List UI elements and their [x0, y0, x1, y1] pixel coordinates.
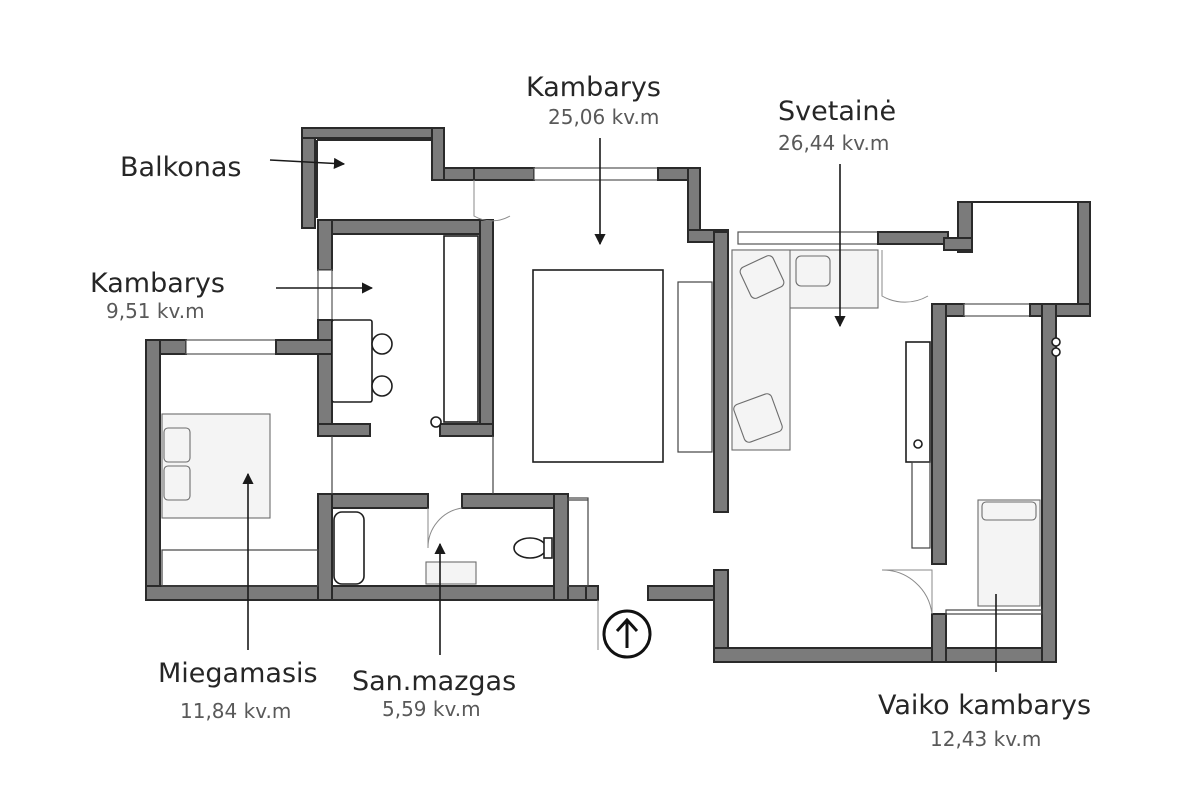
chair — [371, 375, 393, 397]
cushion — [733, 393, 783, 443]
main-wall-top-a — [473, 167, 535, 181]
kids-pillow — [981, 501, 1037, 521]
rug — [532, 269, 664, 463]
balcony-wall-right — [431, 127, 445, 181]
kids-room-door — [881, 569, 933, 615]
bedroom-window-top — [185, 339, 277, 355]
window-top-main — [533, 167, 659, 181]
label-sanmazgas: San.mazgas — [352, 666, 516, 697]
label-vaiko-kambarys: Vaiko kambarys — [878, 690, 1091, 721]
fixture — [1051, 347, 1061, 357]
label-kambarys-small: Kambarys — [90, 268, 225, 299]
bedroom-wardrobe — [161, 549, 319, 587]
main-wall-right-upper — [687, 167, 701, 239]
area-kambarys-large: 25,06 kv.m — [548, 105, 659, 129]
entrance-wall-right — [647, 585, 715, 601]
plant — [913, 439, 923, 449]
living-wall-left-a — [713, 231, 729, 513]
lamp — [430, 416, 442, 428]
bathtub — [333, 511, 365, 585]
fixture — [1051, 337, 1061, 347]
kids-wall-left-b — [931, 613, 947, 663]
balcony-wall-left — [301, 127, 316, 229]
bath-wall-right — [553, 493, 569, 601]
right-balcony-wall-right — [1077, 201, 1091, 317]
label-svetaine: Svetainė — [778, 96, 896, 127]
bath-wall-top-a — [317, 493, 429, 509]
kids-wall-top-b — [1029, 303, 1091, 317]
pillow — [163, 465, 191, 501]
right-balcony-outline — [958, 201, 1091, 317]
area-svetaine: 26,44 kv.m — [778, 131, 889, 155]
pillow — [163, 427, 191, 463]
small-room-window-left — [317, 269, 333, 321]
area-kambarys-small: 9,51 kv.m — [106, 299, 205, 323]
small-room-wall-right — [479, 219, 494, 437]
leader-balkonas — [269, 157, 346, 170]
small-room-wall-left-a — [317, 219, 333, 271]
balcony-outline — [301, 127, 445, 228]
label-kambarys-large: Kambarys — [526, 72, 661, 103]
kids-sill — [945, 609, 1043, 615]
shelf — [677, 281, 713, 453]
small-room-wall-top — [317, 219, 494, 235]
doors — [331, 180, 933, 650]
small-room-wall-bottom-b — [439, 423, 494, 437]
area-miegamasis: 11,84 kv.m — [180, 699, 291, 723]
bedroom-wall-left — [145, 339, 161, 601]
balcony-wall-top — [301, 127, 445, 139]
right-step-wall — [943, 237, 973, 251]
right-balcony-door — [881, 250, 929, 303]
label-balkonas: Balkonas — [120, 152, 242, 183]
labels: Balkonas Kambarys 9,51 kv.m Kambarys 25,… — [90, 72, 1091, 751]
desk — [331, 319, 373, 403]
small-room-wall-left-b — [317, 319, 333, 437]
kids-window-top — [963, 303, 1031, 317]
bottom-wall — [145, 585, 597, 601]
kids-wall-left-a — [931, 303, 947, 565]
bath-wall-left — [317, 493, 333, 601]
bedroom-wall-top-b — [275, 339, 333, 355]
leaders — [242, 138, 997, 672]
living-window-top — [737, 231, 879, 245]
cushion — [739, 255, 785, 299]
tv-unit-lower — [911, 461, 931, 549]
toilet-tank — [543, 537, 553, 559]
area-vaiko-kambarys: 12,43 kv.m — [930, 727, 1041, 751]
chair — [371, 333, 393, 355]
small-room-wall-bottom-a — [317, 423, 371, 437]
living-wall-top — [877, 231, 949, 245]
walls — [145, 127, 1091, 663]
bath-wall-top-b — [461, 493, 569, 509]
entrance-jamb-left — [585, 585, 599, 601]
balcony-door — [473, 180, 511, 222]
sink — [425, 561, 477, 585]
cushion — [795, 255, 831, 287]
label-miegamasis: Miegamasis — [158, 658, 318, 689]
area-sanmazgas: 5,59 kv.m — [382, 697, 481, 721]
arrow-up-circle-icon — [602, 609, 652, 659]
daybed — [443, 235, 479, 423]
furniture — [161, 235, 1061, 607]
kids-wall-right — [1041, 303, 1057, 663]
toilet — [513, 537, 547, 559]
corridor-wall-top-left — [443, 167, 475, 181]
wardrobe — [567, 497, 589, 587]
bathroom-door — [427, 507, 463, 549]
living-wall-bottom — [713, 647, 1057, 663]
